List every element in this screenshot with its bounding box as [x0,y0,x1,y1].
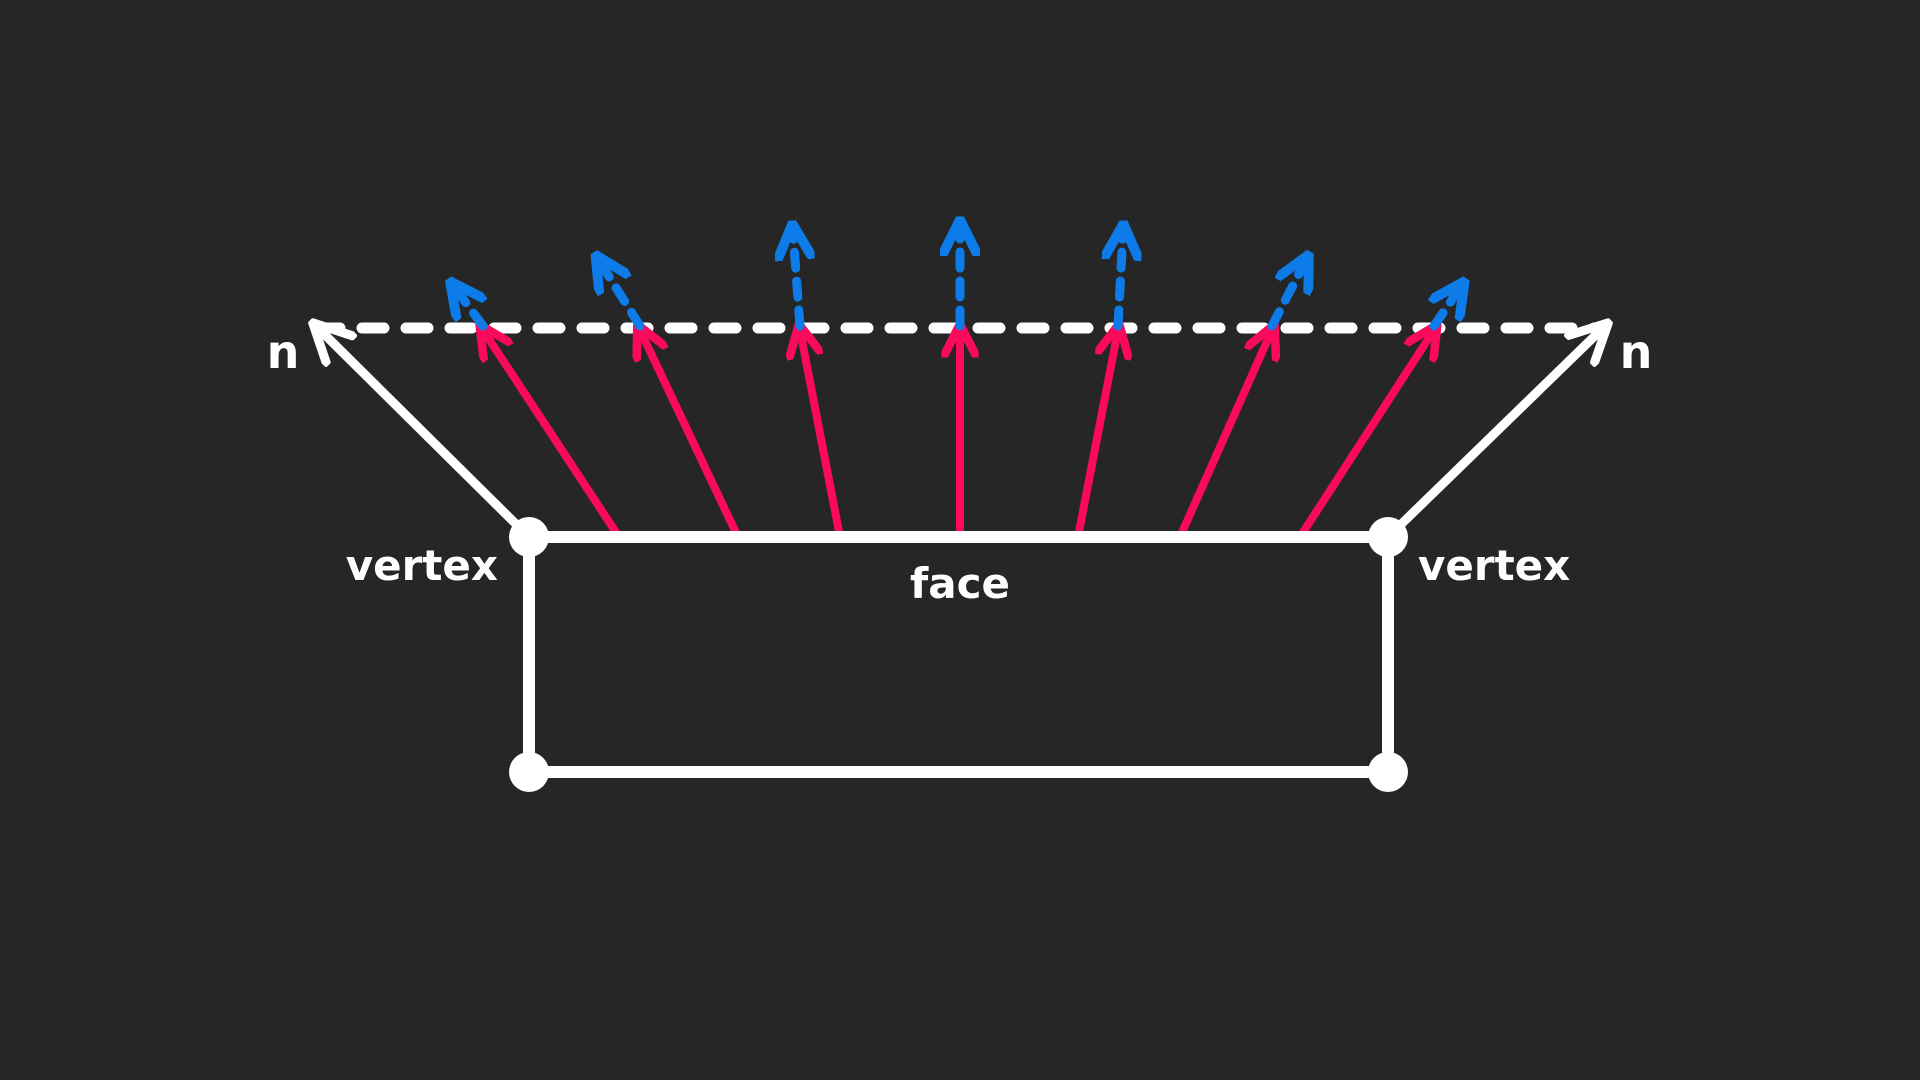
blue-averaged-normal-arrow-7 [1434,288,1460,331]
blue-averaged-normal-arrow-1 [455,288,483,331]
normal-label-left: n [267,325,300,379]
pink-normal-arrow-3 [800,330,844,541]
left-vertex-normal-arrow [318,328,534,542]
pink-normal-arrow-5 [1074,330,1118,541]
pink-normal-arrows-group [483,330,1434,541]
pink-normal-arrow-7 [1296,330,1434,541]
face-rectangle [523,531,1394,778]
vertex-dot-bottom-left [509,752,549,792]
face-rectangle-group [523,531,1394,778]
pink-normal-arrow-2 [640,330,742,541]
vertex-dot-top-right [1368,517,1408,557]
vertex-dot-bottom-right [1368,752,1408,792]
blue-averaged-normal-arrow-2 [600,262,645,331]
face-label: face [910,559,1010,608]
pink-normal-arrow-6 [1176,330,1272,541]
pink-normal-arrow-1 [483,330,623,541]
vertex-label-right: vertex [1418,541,1570,590]
vertex-label-left: vertex [346,541,498,590]
blue-averaged-normal-arrows-group [455,228,1460,331]
vertex-dot-top-left [509,517,549,557]
right-vertex-normal-arrow [1383,328,1603,542]
vertex-dots-group [509,517,1408,792]
blue-averaged-normal-arrow-3 [793,232,800,331]
white-vertex-normal-arrows-group [318,328,1603,542]
normal-label-right: n [1620,325,1653,379]
blue-averaged-normal-arrow-5 [1118,232,1123,331]
blue-averaged-normal-arrow-6 [1267,262,1305,331]
